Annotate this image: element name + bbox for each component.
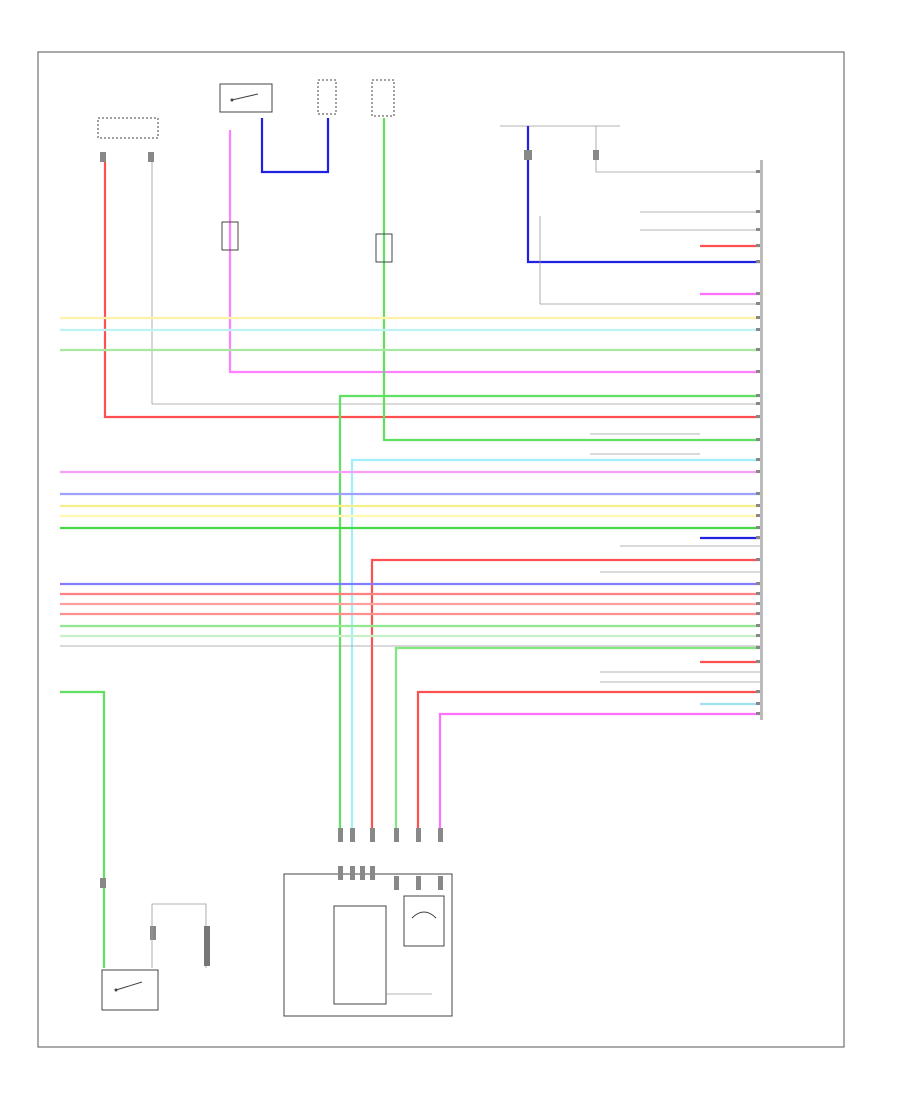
top-switch-component (219, 83, 273, 113)
red-wire-lower (416, 690, 760, 840)
right-pin-markers (756, 170, 760, 715)
pink-wire-lower (438, 712, 760, 840)
top-right-connector (593, 150, 599, 160)
red-wire-top-left (103, 162, 760, 419)
right-signal-row-2 (620, 536, 760, 547)
bottom-center-pins (338, 828, 443, 890)
resistor-component (221, 221, 239, 251)
gray-wire-top-right (595, 126, 760, 173)
top-right-connector-2 (524, 150, 532, 160)
top-fuse-2 (371, 79, 395, 117)
left-wire-bundle-upper (60, 316, 760, 352)
left-wire-bundle-middle (60, 470, 760, 530)
gray-wire-bottom-left (151, 903, 207, 968)
right-connector-block (760, 160, 763, 720)
right-signal-row-3 (600, 660, 760, 683)
left-wire-bundle-lower (60, 582, 760, 647)
bottom-left-switch (100, 878, 159, 1011)
red-wire-center (370, 558, 760, 840)
blue-wire-loop (260, 118, 330, 174)
diagram-frame (37, 51, 845, 1048)
ground-component (204, 926, 210, 966)
top-fuse-1 (317, 79, 337, 115)
top-right-signals (539, 211, 760, 305)
green-wire-center (338, 394, 760, 840)
cyan-wire-center (350, 458, 760, 840)
green-wire-resistor (382, 118, 760, 442)
blue-wire-top-right (526, 126, 760, 264)
green-wire-lower (394, 646, 760, 840)
gray-wire-top-left (151, 162, 760, 405)
right-signal-row-1 (590, 433, 700, 455)
resistor-component-2 (375, 233, 393, 263)
top-left-switch-component (97, 117, 159, 162)
green-wire-bottom-left (60, 690, 106, 968)
pink-wire-resistor (228, 130, 760, 374)
bottom-center-component (283, 873, 453, 1017)
